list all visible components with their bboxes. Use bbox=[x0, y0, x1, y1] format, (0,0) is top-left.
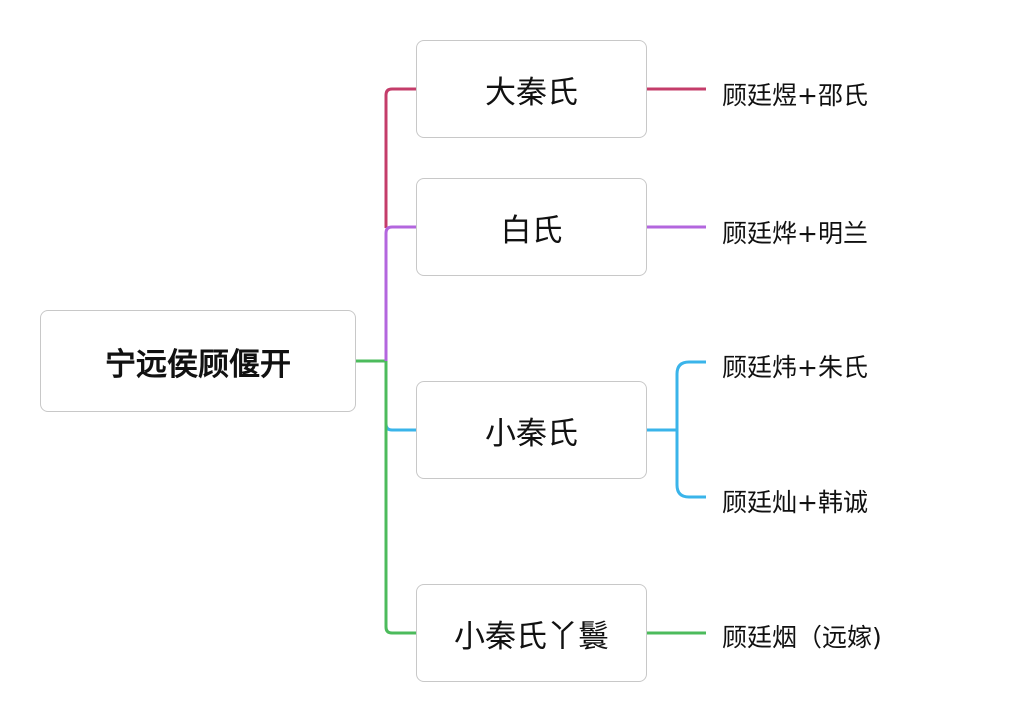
leaf-node[interactable]: 顾廷烟（远嫁) bbox=[722, 623, 882, 652]
branch-node-xiao-qin-shi-yahuan[interactable]: 小秦氏丫鬟 bbox=[416, 584, 647, 682]
connector-trunk-3 bbox=[384, 361, 416, 432]
branch-node-label: 白氏 bbox=[500, 212, 563, 249]
root-node-label: 宁远侯顾偃开 bbox=[105, 346, 291, 383]
connector-trunk-2 bbox=[384, 225, 416, 361]
leaf-node[interactable]: 顾廷灿+韩诚 bbox=[722, 488, 868, 517]
leaf-node[interactable]: 顾廷炜+朱氏 bbox=[722, 353, 868, 382]
connector-trunk-1 bbox=[384, 87, 416, 228]
branch-node-da-qin-shi[interactable]: 大秦氏 bbox=[416, 40, 647, 138]
connector-leaf-3 bbox=[647, 360, 706, 499]
leaf-node[interactable]: 顾廷煜+邵氏 bbox=[722, 81, 868, 110]
branch-node-xiao-qin-shi[interactable]: 小秦氏 bbox=[416, 381, 647, 479]
branch-node-bai-shi[interactable]: 白氏 bbox=[416, 178, 647, 276]
branch-node-label: 小秦氏 bbox=[485, 415, 578, 452]
branch-node-label: 小秦氏丫鬟 bbox=[454, 618, 609, 655]
root-node[interactable]: 宁远侯顾偃开 bbox=[40, 310, 356, 412]
branch-node-label: 大秦氏 bbox=[485, 74, 578, 111]
leaf-node[interactable]: 顾廷烨+明兰 bbox=[722, 219, 868, 248]
connector-trunk-4 bbox=[384, 361, 416, 635]
